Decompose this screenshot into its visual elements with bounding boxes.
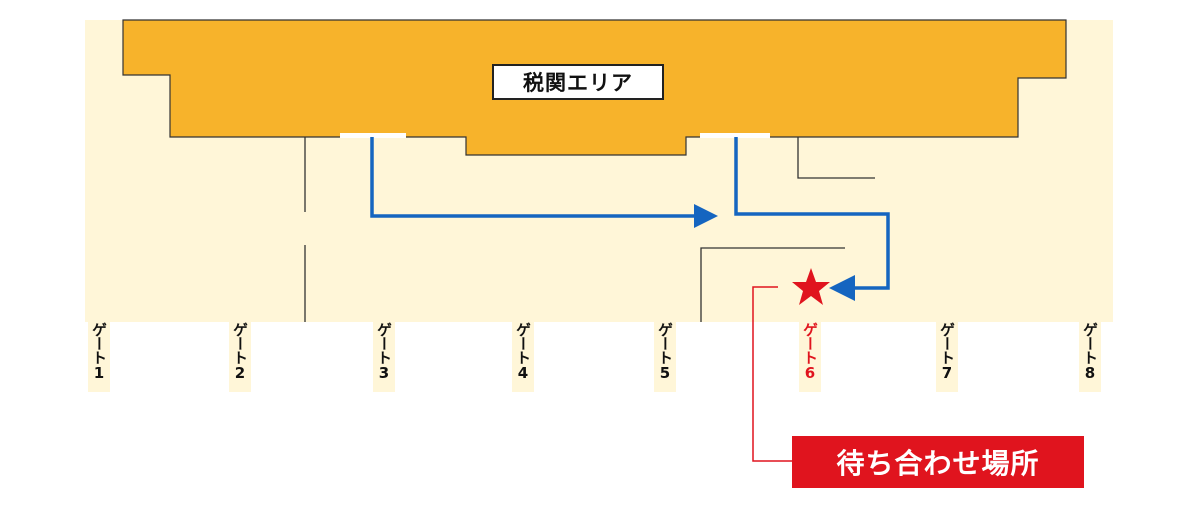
gate-label-7: ゲート7 xyxy=(936,320,958,392)
gate-label-5: ゲート5 xyxy=(654,320,676,392)
arrowhead-left-icon xyxy=(829,275,855,301)
gate-label-4: ゲート4 xyxy=(512,320,534,392)
meeting-leader-line xyxy=(752,286,792,462)
arrowhead-right-icon xyxy=(694,204,718,228)
gate-label-2: ゲート2 xyxy=(229,320,251,392)
partition-walls xyxy=(304,137,875,322)
gate-label-8: ゲート8 xyxy=(1079,320,1101,392)
gate-label-1: ゲート1 xyxy=(88,320,110,392)
route-arrows xyxy=(370,137,890,290)
exit-opening-right xyxy=(700,133,770,138)
exit-opening-left xyxy=(340,133,406,138)
gate-label-3: ゲート3 xyxy=(373,320,395,392)
meeting-label-background xyxy=(792,436,1084,488)
gate-label-6: ゲート6 xyxy=(799,320,821,392)
star-icon xyxy=(792,268,830,305)
customs-area-label: 税関エリア xyxy=(492,64,664,100)
meeting-point-label: 待ち合わせ場所 xyxy=(836,447,1040,480)
